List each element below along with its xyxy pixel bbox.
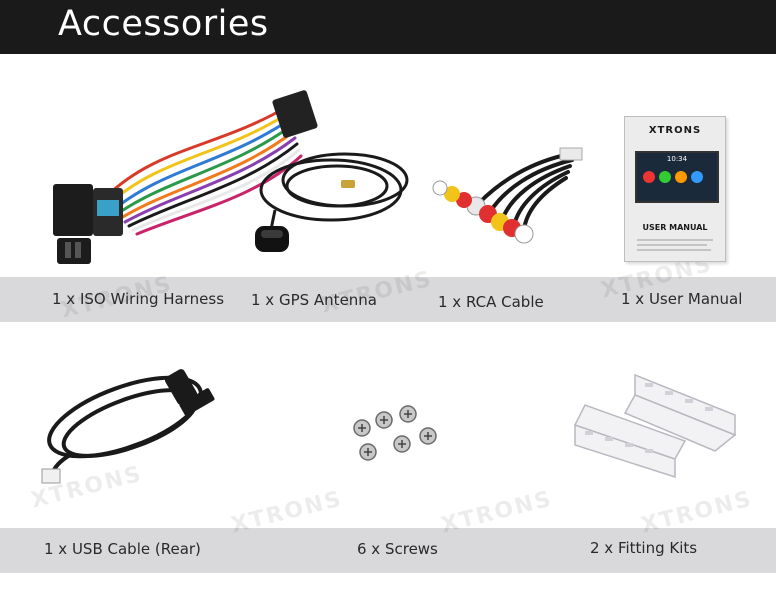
screws-image — [353, 405, 437, 461]
fitting-kits-image — [573, 373, 737, 479]
page-title: Accessories — [58, 4, 269, 44]
manual-screen-time: 10:34 — [666, 155, 688, 163]
label-fitting-kits: 2 x Fitting Kits — [590, 539, 698, 557]
gps-antenna-image — [255, 152, 409, 252]
label-gps-antenna: 1 x GPS Antenna — [251, 291, 377, 309]
user-manual-image: XTRONS 10:34 USER MANUAL — [624, 116, 726, 262]
label-iso-wiring-harness: 1 x ISO Wiring Harness — [52, 290, 225, 308]
label-user-manual: 1 x User Manual — [621, 290, 743, 308]
label-usb-cable-rear: 1 x USB Cable (Rear) — [44, 540, 201, 558]
label-rca-cable: 1 x RCA Cable — [438, 293, 544, 311]
label-band-row1 — [0, 277, 776, 322]
label-band-row2 — [0, 528, 776, 573]
manual-screen: 10:34 — [635, 151, 719, 203]
header-bar: Accessories — [0, 0, 776, 54]
manual-caption: USER MANUAL — [642, 223, 708, 232]
usb-cable-image — [41, 369, 215, 484]
rca-cable-image — [432, 147, 583, 244]
label-screws: 6 x Screws — [357, 540, 438, 558]
iso-wiring-harness-image — [53, 90, 318, 264]
manual-brand: XTRONS — [648, 125, 702, 136]
